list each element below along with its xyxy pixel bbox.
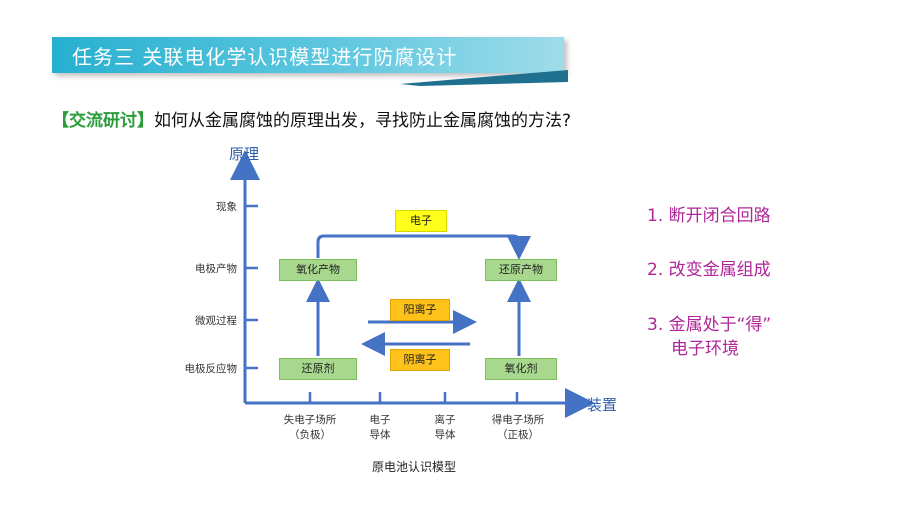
oxidation-product-box: 氧化产物 (279, 259, 357, 281)
y-label-electrode-reactant: 电极反应物 (184, 363, 238, 375)
reduction-product-box: 还原产物 (485, 259, 557, 281)
anion-box: 阴离子 (390, 349, 450, 371)
method-item-1: 1. 断开闭合回路 (647, 206, 771, 226)
discussion-tag: 【交流研讨】 (52, 111, 154, 131)
x-label-line: 电子 (369, 414, 391, 426)
x-label-line: 得电子场所 (491, 414, 545, 426)
x-axis-title: 装置 (587, 396, 618, 414)
y-label-micro-process: 微观过程 (195, 315, 237, 327)
reducing-agent-box: 还原剂 (279, 358, 357, 380)
method-item-3-line1: 3. 金属处于“得” (647, 315, 772, 335)
x-label-line: 离子 (434, 414, 456, 426)
diagram-caption: 原电池认识模型 (372, 460, 457, 474)
method-item-3-line2: 电子环境 (671, 339, 739, 359)
x-label-line: （负极） (289, 429, 331, 441)
question-text: 如何从金属腐蚀的原理出发，寻找防止金属腐蚀的方法? (154, 111, 572, 131)
electron-box: 电子 (395, 210, 447, 232)
method-item-2: 2. 改变金属组成 (647, 260, 771, 280)
title-banner (52, 37, 564, 73)
page-title: 任务三 关联电化学认识模型进行防腐设计 (72, 45, 458, 69)
x-label-line: 失电子场所 (283, 414, 337, 426)
y-label-phenomenon: 现象 (216, 201, 237, 213)
oxidizing-agent-box: 氧化剂 (485, 358, 557, 380)
x-label-negative-electrode: 失电子场所 （负极） (275, 413, 345, 443)
electron-flow-arrow (316, 234, 531, 260)
x-label-electron-conductor: 电子 导体 (360, 413, 400, 443)
y-label-electrode-product: 电极产物 (195, 263, 237, 275)
method-item-3: 3. 金属处于“得” 电子环境 (647, 313, 771, 361)
discussion-question: 【交流研讨】如何从金属腐蚀的原理出发，寻找防止金属腐蚀的方法? (52, 106, 571, 131)
x-label-line: 导体 (434, 429, 456, 441)
banner-accent-shape (400, 70, 568, 86)
x-label-line: 导体 (369, 429, 391, 441)
y-axis-title: 原理 (229, 145, 260, 163)
x-label-line: （正极） (497, 429, 539, 441)
cation-box: 阳离子 (390, 299, 450, 321)
x-label-positive-electrode: 得电子场所 （正极） (480, 413, 556, 443)
x-label-ion-conductor: 离子 导体 (425, 413, 465, 443)
